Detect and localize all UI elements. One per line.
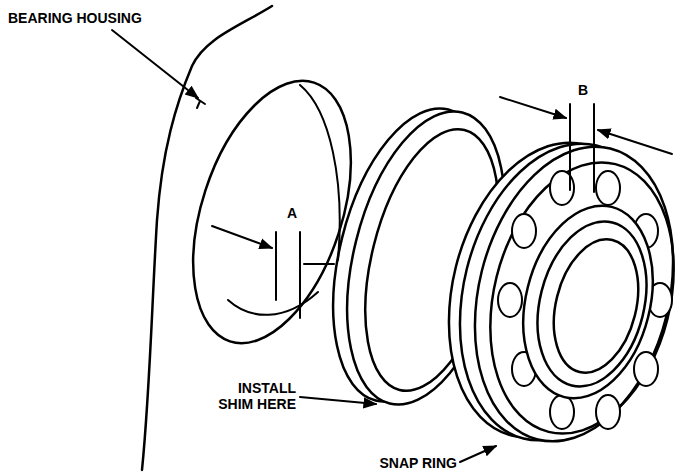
dimension-a [212,226,334,318]
dimension-letter: B [578,82,588,98]
bore-shoulder [300,85,340,260]
inner-race-edge [521,210,663,398]
outer-race-inner [463,143,688,453]
dimension-letter: A [287,205,297,221]
bore-step [228,292,318,315]
dimension-b [500,97,672,192]
part-name: BEARING HOUSING [8,10,142,26]
bearing-bore [541,230,652,381]
housing-leader [112,30,198,98]
part-note: INSTALL SHIM HERE [200,380,296,412]
bearing-front [446,125,688,462]
snap-ring [430,122,688,461]
part-name: SNAP RING [379,455,457,471]
shim-leader [300,397,376,404]
snap-ring-leader [460,446,496,462]
balls [498,171,672,429]
inner-race [504,192,672,412]
housing-mark [196,98,205,108]
